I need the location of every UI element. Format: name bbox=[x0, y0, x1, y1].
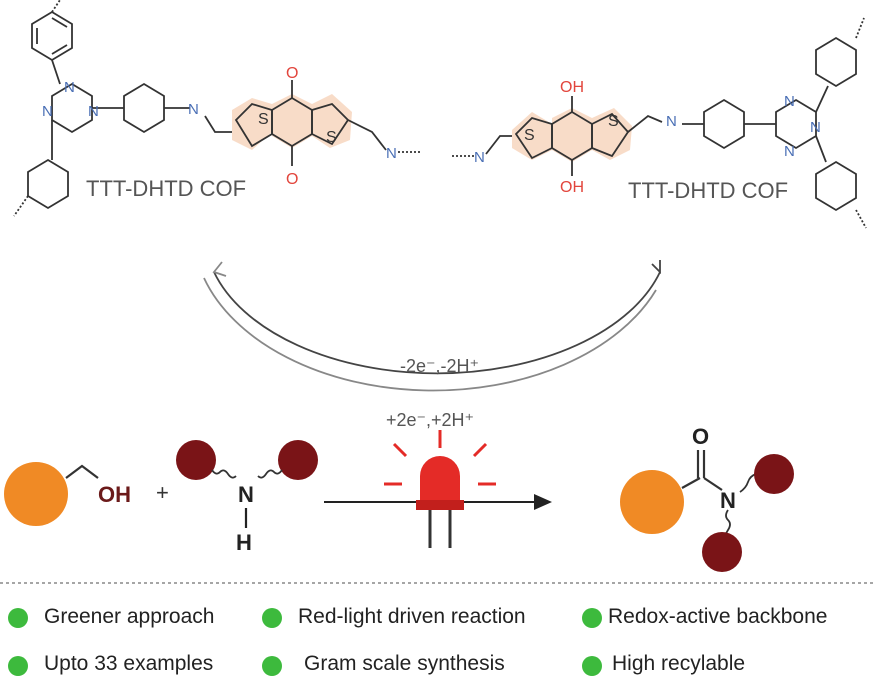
atom-n-3: N bbox=[88, 103, 99, 120]
atom-s-4: S bbox=[608, 113, 619, 130]
bullet-dot-icon bbox=[262, 608, 282, 628]
bullet-dot-icon bbox=[582, 656, 602, 676]
cof-label-right: TTT-DHTD COF bbox=[628, 178, 788, 203]
redox-cycle bbox=[203, 260, 661, 392]
atom-oh-top: OH bbox=[560, 79, 584, 96]
reduction-label: +2e⁻,+2H⁺ bbox=[386, 410, 474, 430]
product-o-label: O bbox=[692, 424, 709, 449]
oxidation-label: -2e⁻,-2H⁺ bbox=[400, 356, 479, 376]
cof-label-left: TTT-DHTD COF bbox=[86, 176, 246, 201]
bullet-dot-icon bbox=[262, 656, 282, 676]
alcohol-reactant: OH bbox=[4, 462, 131, 526]
triazine-ring-left bbox=[51, 82, 93, 134]
atom-s-2: S bbox=[326, 129, 337, 146]
atom-n-imine-left: N bbox=[188, 101, 199, 118]
bullet-dot-icon bbox=[8, 656, 28, 676]
alcohol-oh-label: OH bbox=[98, 482, 131, 507]
atom-n-4: N bbox=[784, 93, 795, 110]
amine-reactant: N H bbox=[176, 440, 318, 555]
orange-sphere-product bbox=[620, 470, 684, 534]
bullet-dot-icon bbox=[582, 608, 602, 628]
atom-n-1: N bbox=[64, 79, 75, 96]
maroon-sphere-2 bbox=[278, 440, 318, 480]
atom-n-imine-right-2: N bbox=[666, 113, 677, 130]
atom-o-bottom: O bbox=[286, 171, 298, 188]
orange-sphere-reactant bbox=[4, 462, 68, 526]
bullet-dot-icon bbox=[8, 608, 28, 628]
maroon-sphere-1 bbox=[176, 440, 216, 480]
product-n-label: N bbox=[720, 488, 736, 513]
bdt-core-left bbox=[232, 80, 352, 166]
feature-recyclable: High recylable bbox=[612, 652, 746, 675]
led-icon bbox=[384, 430, 496, 548]
atom-n-5: N bbox=[810, 119, 821, 136]
feature-examples: Upto 33 examples bbox=[44, 652, 214, 675]
atom-oh-bottom: OH bbox=[560, 179, 584, 196]
feature-gram-scale: Gram scale synthesis bbox=[304, 652, 505, 675]
maroon-sphere-4 bbox=[702, 532, 742, 572]
cycle-arrow-upper bbox=[213, 271, 661, 375]
phenyl-ring-top-left bbox=[31, 10, 73, 62]
amine-n-label: N bbox=[238, 482, 254, 507]
atom-s-1: S bbox=[258, 111, 269, 128]
feature-redox-backbone: Redox-active backbone bbox=[608, 605, 828, 628]
right-cof-fragment bbox=[452, 17, 867, 229]
maroon-sphere-3 bbox=[754, 454, 794, 494]
cycle-arrow-lower bbox=[203, 277, 657, 392]
left-cof-fragment bbox=[13, 0, 420, 217]
feature-red-light: Red-light driven reaction bbox=[298, 605, 526, 628]
phenyl-ring-left-mid bbox=[123, 82, 165, 134]
atom-s-3: S bbox=[524, 127, 535, 144]
plus-sign: + bbox=[156, 480, 169, 505]
phenyl-ring-bottom-left bbox=[27, 158, 69, 210]
atom-n-2: N bbox=[42, 103, 53, 120]
amine-h-label: H bbox=[236, 530, 252, 555]
amide-product: O N bbox=[620, 424, 794, 572]
phenyl-ring-bottom-right bbox=[815, 160, 857, 212]
atom-n-imine-right: N bbox=[474, 149, 485, 166]
bdt-core-right bbox=[512, 96, 632, 176]
phenyl-ring-right-mid bbox=[703, 98, 745, 150]
atom-n-6: N bbox=[784, 143, 795, 160]
feature-greener: Greener approach bbox=[44, 605, 215, 628]
atom-n-imine-left-2: N bbox=[386, 145, 397, 162]
phenyl-ring-top-right bbox=[815, 36, 857, 88]
atom-o-top: O bbox=[286, 65, 298, 82]
